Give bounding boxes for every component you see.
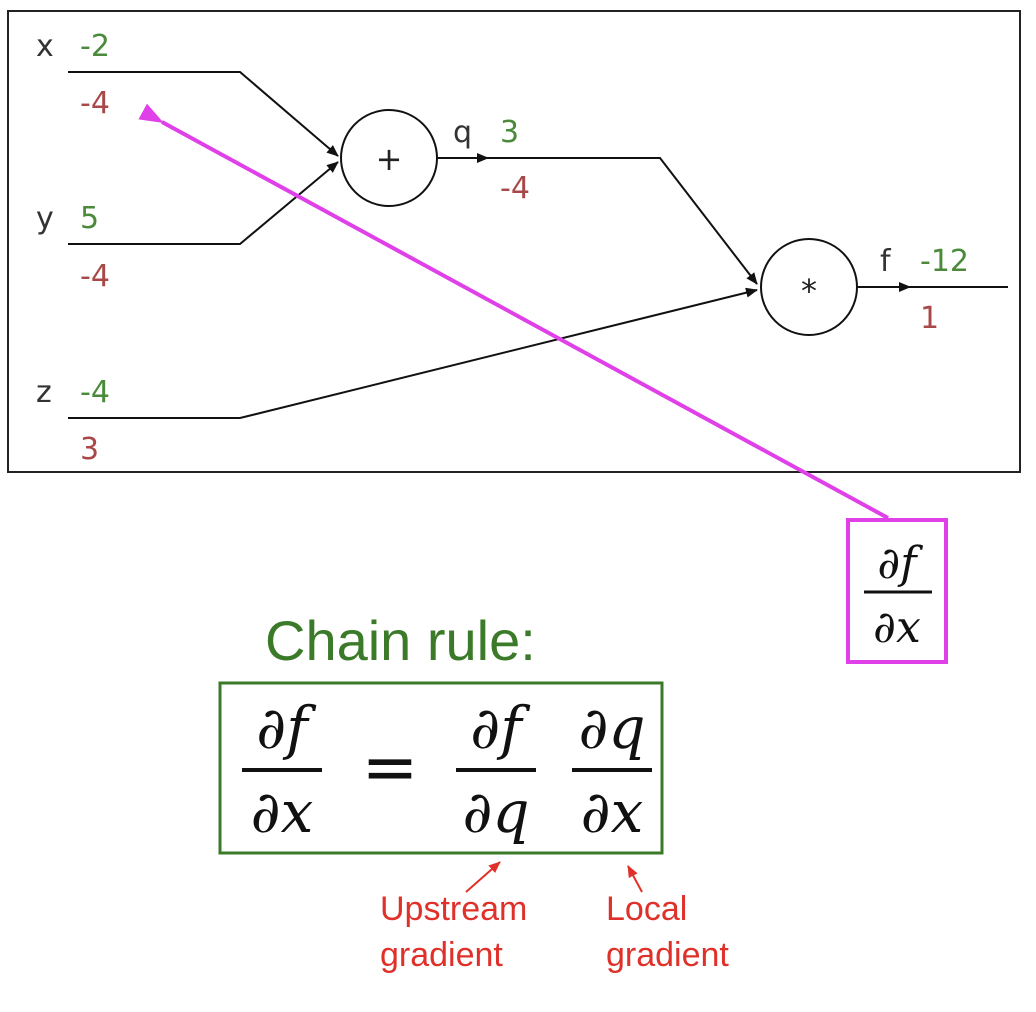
derivative-denominator: ∂x bbox=[873, 602, 921, 653]
term1-numerator: ∂f bbox=[470, 694, 531, 762]
input-x-value: -2 bbox=[80, 29, 110, 64]
chain-rule-heading: Chain rule: bbox=[265, 609, 536, 672]
add-symbol: + bbox=[376, 140, 403, 178]
f-value: -12 bbox=[920, 244, 969, 279]
f-label: f bbox=[880, 244, 892, 279]
graph-frame bbox=[7, 10, 1021, 473]
q-gradient: -4 bbox=[500, 171, 530, 206]
input-y-value: 5 bbox=[80, 201, 99, 236]
lhs-denominator: ∂x bbox=[251, 778, 314, 846]
term2-denominator: ∂x bbox=[581, 778, 644, 846]
equals-sign: = bbox=[362, 728, 419, 807]
derivative-numerator: ∂f bbox=[877, 538, 923, 589]
highlight-arrow bbox=[138, 103, 889, 520]
input-x-gradient: -4 bbox=[80, 86, 110, 121]
upstream-line-1: Upstream bbox=[380, 890, 527, 928]
input-y-gradient: -4 bbox=[80, 259, 110, 294]
f-gradient: 1 bbox=[920, 301, 939, 336]
q-value: 3 bbox=[500, 115, 519, 150]
input-z-value: -4 bbox=[80, 375, 110, 410]
upstream-arrow bbox=[465, 861, 501, 893]
upstream-line-2: gradient bbox=[380, 936, 503, 974]
wire-x bbox=[68, 71, 339, 157]
mul-symbol: * bbox=[801, 272, 817, 310]
lhs-numerator: ∂f bbox=[256, 694, 317, 762]
input-x-label: x bbox=[36, 29, 54, 64]
local-line-1: Local bbox=[606, 890, 687, 928]
q-label: q bbox=[453, 115, 472, 150]
wire-y bbox=[68, 161, 339, 245]
local-arrow bbox=[627, 865, 643, 893]
term1-denominator: ∂q bbox=[462, 778, 529, 846]
input-y-label: y bbox=[36, 201, 54, 236]
term2-numerator: ∂q bbox=[578, 694, 645, 762]
wire-z bbox=[68, 287, 758, 419]
input-z-gradient: 3 bbox=[80, 432, 99, 467]
input-z-label: z bbox=[36, 375, 52, 410]
local-line-2: gradient bbox=[606, 936, 729, 974]
wire-q-to-mul bbox=[488, 157, 758, 285]
